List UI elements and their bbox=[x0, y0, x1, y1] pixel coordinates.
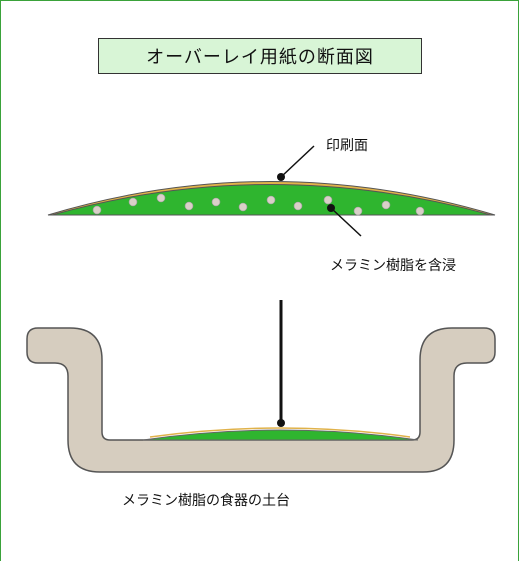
diagram-title: オーバーレイ用紙の断面図 bbox=[98, 38, 422, 74]
label-resin-impregnated: メラミン樹脂を含浸 bbox=[330, 258, 456, 274]
melamine-base bbox=[26, 327, 496, 473]
leader-lines bbox=[280, 145, 362, 237]
resin-marker bbox=[327, 204, 335, 212]
base-marker bbox=[277, 419, 285, 427]
label-melamine-base: メラミン樹脂の食器の土台 bbox=[122, 493, 290, 509]
overlay-on-base-print bbox=[149, 427, 411, 438]
label-printed-surface: 印刷面 bbox=[326, 138, 368, 154]
resin-dots bbox=[92, 193, 425, 216]
overlay-on-base bbox=[142, 429, 419, 441]
overlay-paper bbox=[47, 181, 496, 216]
print-surface-marker bbox=[277, 173, 285, 181]
